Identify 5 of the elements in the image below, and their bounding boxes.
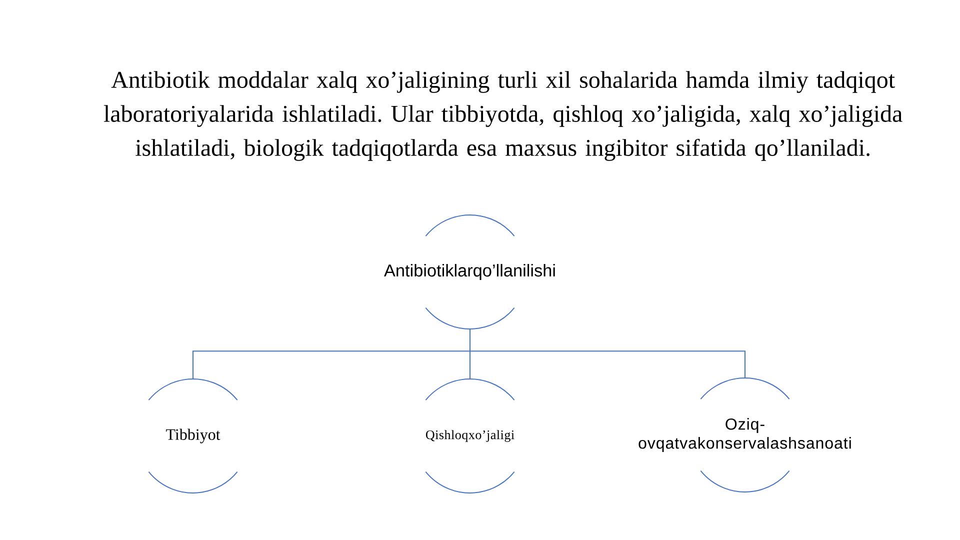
node-label: Oziq-ovqatvakonservalashsanoati [638,418,851,452]
node-label: Antibiotiklarqo’llanilishi [384,264,555,280]
node-label: Qishloqxo’jaligi [426,430,514,442]
paragraph: Antibiotik moddalar xalq xo’jaligining turli xil sohalarida hamda ilmiy tadqiqot laboratoriyalarida ishlatiladi. Ular tibbiyotda, qishloq xo’jaligida, xalq xo’jaligida ishlatiladi, biologik tadqiqotlarda esa maxsus ingibitor sifatida qo’llaniladi. [104,71,902,161]
node-label: Tibbiyot [166,428,220,444]
